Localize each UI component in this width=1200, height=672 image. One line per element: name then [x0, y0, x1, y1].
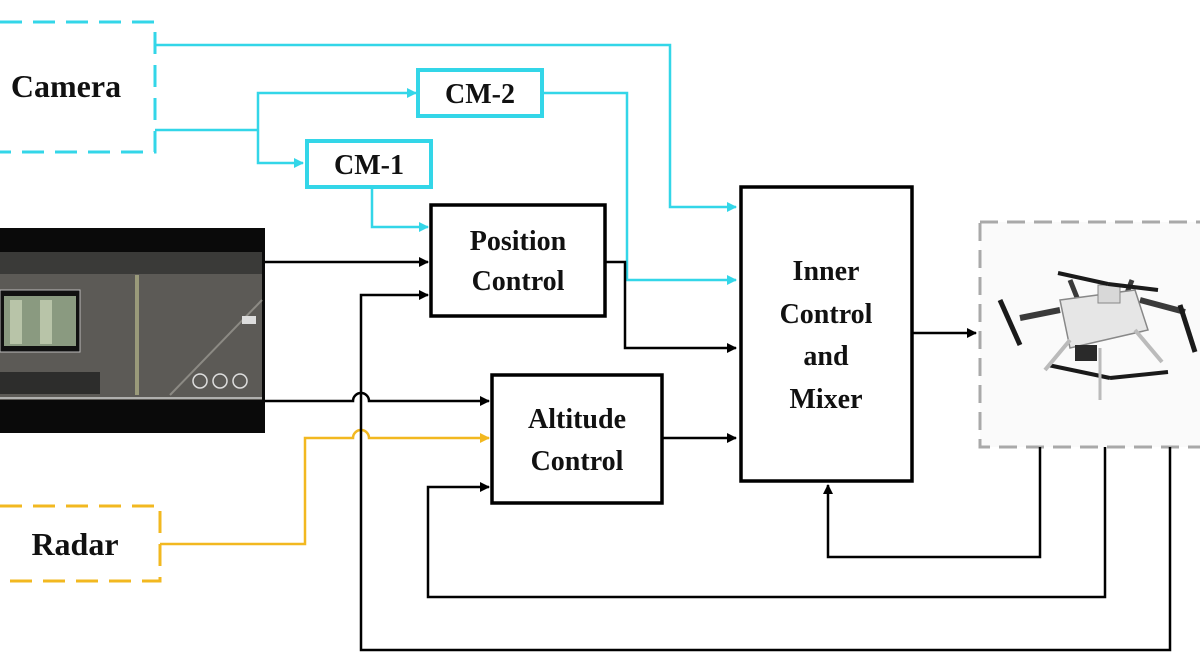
camera-label: Camera: [11, 68, 121, 104]
inner-control-mixer-block: Inner Control and Mixer: [739, 185, 914, 483]
cm2-block: CM-2: [416, 68, 544, 118]
feedback-to-altitude-path: [426, 447, 1107, 599]
camera-block: Camera: [0, 20, 157, 154]
altitude-label-line2: Control: [531, 446, 624, 477]
cm1-label: CM-1: [334, 150, 404, 181]
inner-label-line1: Inner: [793, 256, 860, 287]
radar-to-altitude-path: [160, 428, 490, 546]
camera-to-cm-path: [155, 88, 417, 168]
cm2-label: CM-2: [445, 79, 515, 110]
altitude-control-block: Altitude Control: [490, 373, 664, 505]
video-to-altitude-path: [265, 391, 490, 406]
radar-label: Radar: [31, 526, 118, 562]
feedback-to-inner-path: [823, 447, 1042, 559]
inner-label-line2: Control: [780, 299, 873, 330]
inner-label-line4: Mixer: [789, 384, 862, 415]
quadcopter-drone-image: [997, 271, 1198, 400]
inner-label-line3: and: [803, 341, 849, 372]
position-control-block: Position Control: [429, 203, 607, 318]
feedback-to-position-path: [359, 290, 1172, 652]
cm1-to-position-path: [370, 187, 429, 232]
camera-to-inner-path: [155, 43, 737, 212]
position-label-line2: Control: [472, 266, 565, 297]
cm2-to-inner-path: [542, 91, 737, 285]
radar-block: Radar: [0, 504, 162, 583]
position-label-line1: Position: [470, 226, 567, 257]
cm1-block: CM-1: [305, 139, 433, 189]
position-to-inner-path: [605, 260, 737, 353]
video-feed-image: [0, 228, 265, 433]
altitude-label-line1: Altitude: [528, 404, 626, 435]
